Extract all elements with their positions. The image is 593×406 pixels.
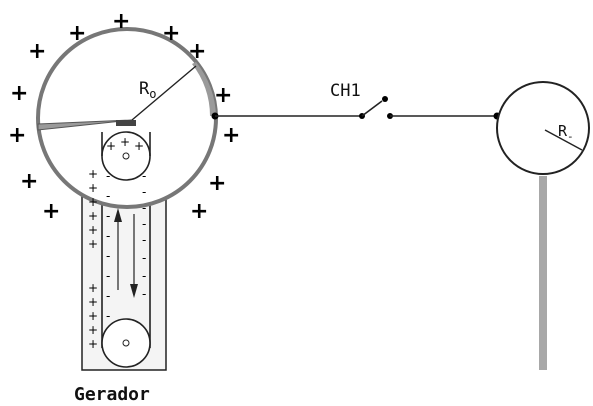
belt-left-charges: + + + + + + + + + + + <box>88 167 98 351</box>
plus-sign: + <box>188 39 206 64</box>
belt-plus: + <box>88 195 98 209</box>
belt-plus: + <box>88 323 98 337</box>
radius-line-main <box>131 65 197 121</box>
plus-sign: + <box>10 81 28 106</box>
arrow-down-head <box>130 284 138 298</box>
belt-minus: - <box>142 251 146 265</box>
circuit-wire <box>215 96 501 120</box>
plus-sign: + <box>42 199 60 224</box>
plus-sign: + <box>120 135 130 149</box>
belt-plus: + <box>88 209 98 223</box>
pulley-charges: + + + <box>106 135 144 153</box>
radius-line-small <box>544 129 583 151</box>
belt-minus: - <box>106 309 110 323</box>
belt-minus: - <box>106 189 110 203</box>
plus-sign: + <box>214 83 232 108</box>
belt-plus: + <box>88 281 98 295</box>
belt-plus: + <box>88 223 98 237</box>
belt-right-charges: - - - - - - - - <box>142 169 146 301</box>
plus-sign: + <box>222 123 240 148</box>
belt-minus: - <box>142 217 146 231</box>
belt-plus: + <box>88 295 98 309</box>
belt-minus: - <box>142 269 146 283</box>
sphere-wedge <box>37 119 133 131</box>
belt-minus: - <box>106 289 110 303</box>
switch-label: CH1 <box>330 81 361 101</box>
belt-minus: - <box>142 185 146 199</box>
plus-sign: + <box>162 21 180 46</box>
sphere-shade <box>192 62 216 116</box>
plus-sign: + <box>28 39 46 64</box>
top-pulley-axle <box>122 152 130 160</box>
switch-contact-top <box>382 96 388 102</box>
sphere-charges: + + + + + + + + + + + + + <box>8 9 240 224</box>
belt-minus: - <box>142 233 146 247</box>
arrow-up-head <box>114 208 122 222</box>
belt-plus: + <box>88 237 98 251</box>
belt-plus: + <box>88 309 98 323</box>
belt-plus: + <box>88 337 98 351</box>
plus-sign: + <box>134 139 144 153</box>
plus-sign: + <box>190 199 208 224</box>
belt-minus: - <box>106 269 110 283</box>
plus-sign: + <box>8 123 26 148</box>
switch-lever <box>361 100 383 117</box>
belt-minus: - <box>142 287 146 301</box>
bottom-pulley-axle <box>122 339 130 347</box>
main-sphere <box>36 27 219 209</box>
plus-sign: + <box>106 139 116 153</box>
belt-minus: - <box>106 209 110 223</box>
plus-sign: + <box>208 171 226 196</box>
generator-label: Gerador <box>74 384 150 405</box>
belt-minus: - <box>106 249 110 263</box>
collector-comb <box>116 120 136 126</box>
belt-minus: - <box>142 201 146 215</box>
belt-minus: - <box>106 229 110 243</box>
radius-main-label: Ro <box>139 79 156 101</box>
small-sphere-outline <box>496 81 590 175</box>
belt-plus: + <box>88 181 98 195</box>
belt-minus: - <box>106 169 110 183</box>
belt-inner-charges: - - - - - - - - <box>106 169 110 323</box>
small-sphere <box>496 81 590 370</box>
radius-small-label: R- <box>558 122 574 143</box>
plus-sign: + <box>20 169 38 194</box>
plus-sign: + <box>68 21 86 46</box>
belt-minus: - <box>142 169 146 183</box>
plus-sign: + <box>112 9 130 34</box>
belt-plus: + <box>88 167 98 181</box>
support-rod <box>539 176 547 370</box>
bottom-pulley <box>101 318 151 368</box>
